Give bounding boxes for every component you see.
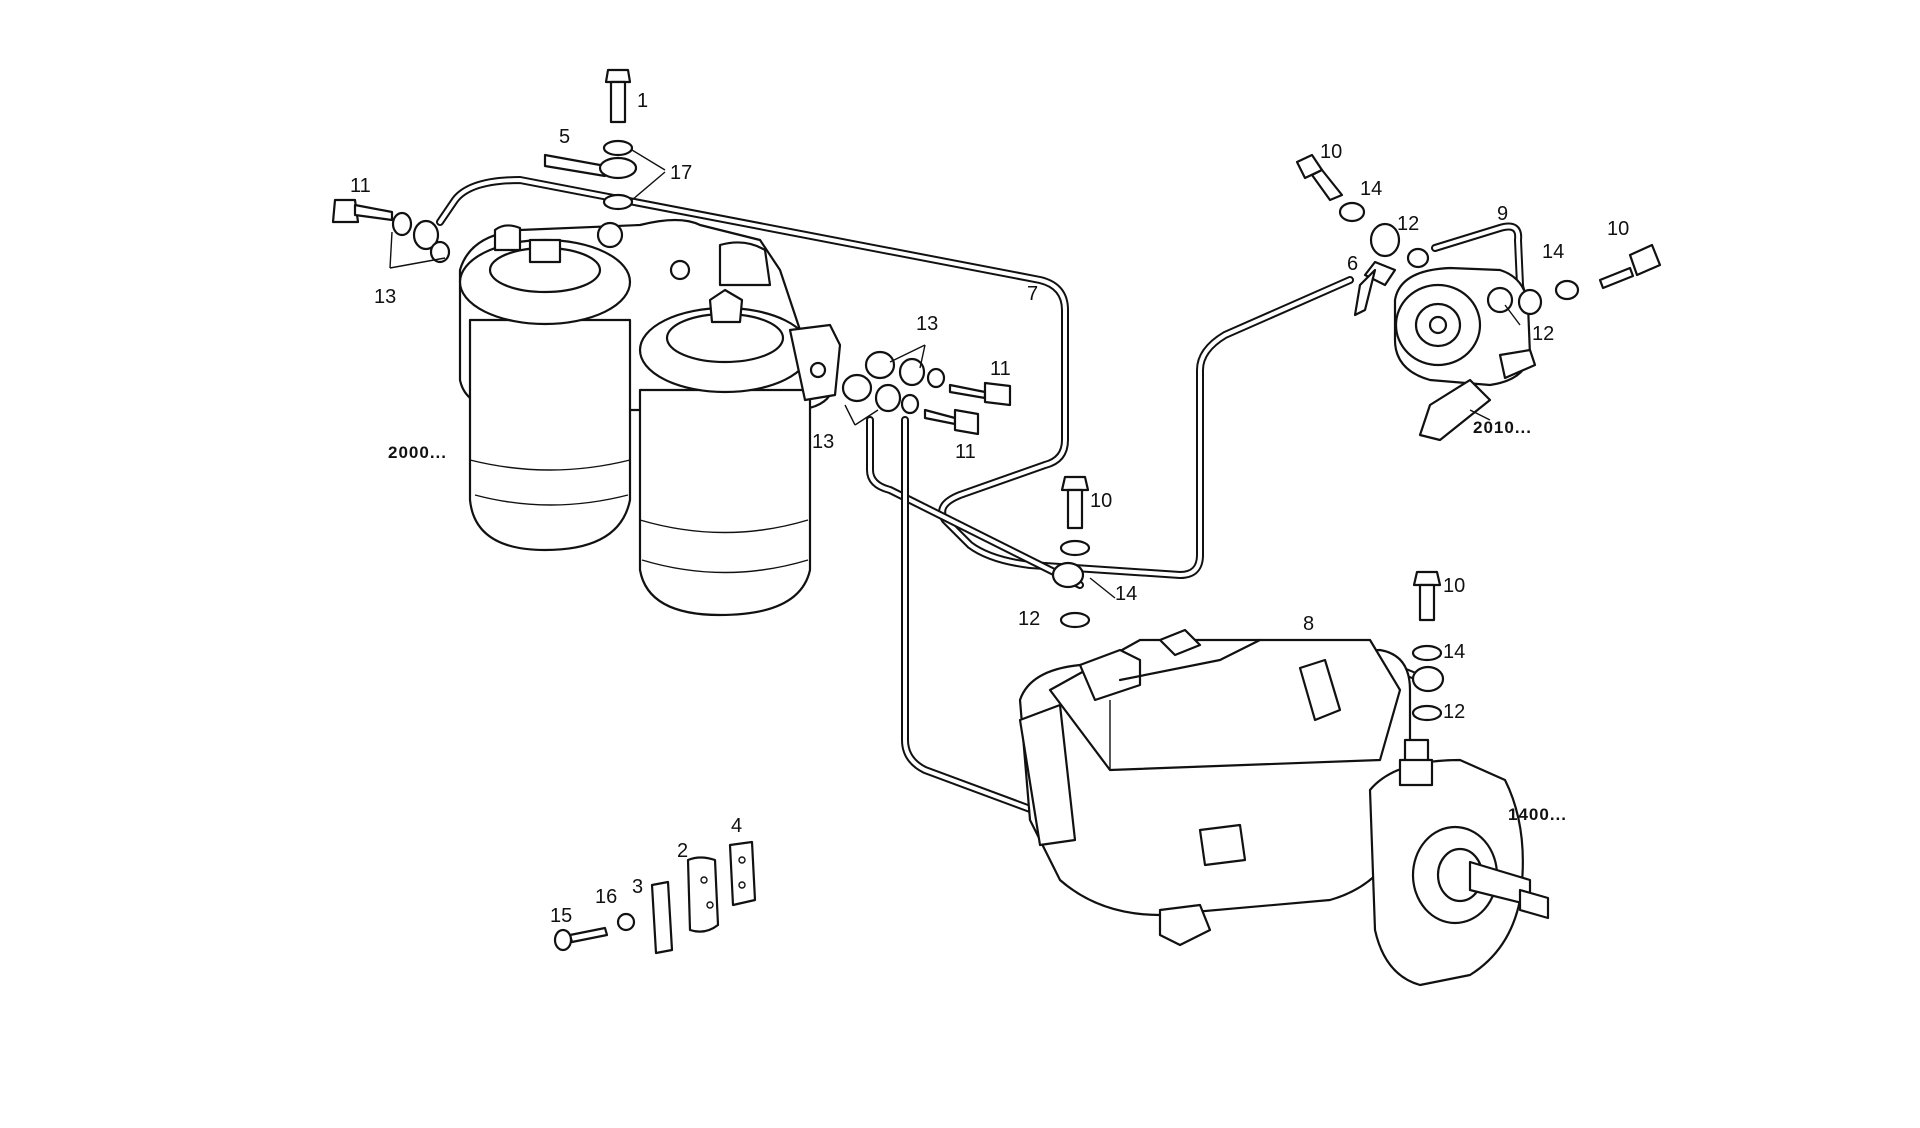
bracket-parts xyxy=(553,840,757,955)
callout-12-feed-pump-side: 12 xyxy=(1532,323,1554,345)
callout-16: 16 xyxy=(595,886,617,908)
clip-3 xyxy=(650,880,674,955)
leader-lines xyxy=(389,149,1521,599)
feed-pump xyxy=(1393,266,1537,442)
callout-14-middle: 14 xyxy=(1115,583,1137,605)
callout-13-right-lower: 13 xyxy=(812,431,834,453)
callout-15: 15 xyxy=(550,905,572,927)
injection-pump xyxy=(1018,628,1550,987)
callout-12-injection-pump: 12 xyxy=(1443,701,1465,723)
callout-9: 9 xyxy=(1497,203,1508,225)
callout-17: 17 xyxy=(670,162,692,184)
callout-10-middle: 10 xyxy=(1090,490,1112,512)
screw-15 xyxy=(568,926,609,944)
callout-6: 6 xyxy=(1347,253,1358,275)
callout-11-right-upper: 11 xyxy=(990,358,1011,380)
callout-14-feed-pump-right: 14 xyxy=(1542,241,1564,263)
callout-12-feed-pump-top: 12 xyxy=(1397,213,1419,235)
callout-3: 3 xyxy=(632,876,643,898)
callout-8: 8 xyxy=(1303,613,1314,635)
callout-13-left: 13 xyxy=(374,286,396,308)
callout-2: 2 xyxy=(677,840,688,862)
callout-1: 1 xyxy=(637,90,648,112)
plate-4 xyxy=(728,840,757,907)
callout-10-injection-pump: 10 xyxy=(1443,575,1465,597)
nut-16 xyxy=(616,912,636,932)
ref-injection-pump: 1400... xyxy=(1508,805,1567,824)
callout-10-feed-pump-right: 10 xyxy=(1607,218,1629,240)
callout-labels: 1 2 3 4 5 6 7 8 9 10 10 10 10 11 11 11 1… xyxy=(350,90,1629,927)
fuel-filter-assembly xyxy=(458,218,842,617)
ref-filter-assembly: 2000... xyxy=(388,443,447,462)
callout-10-feed-pump-left: 10 xyxy=(1320,141,1342,163)
callout-7: 7 xyxy=(1027,283,1038,305)
callout-11-left: 11 xyxy=(350,175,371,197)
callout-4: 4 xyxy=(731,815,742,837)
pad-2 xyxy=(686,856,720,933)
callout-13-right-upper: 13 xyxy=(916,313,938,335)
callout-14-injection-pump: 14 xyxy=(1443,641,1465,663)
callout-5: 5 xyxy=(559,126,570,148)
callout-12-middle: 12 xyxy=(1018,608,1040,630)
fasteners xyxy=(331,68,1662,722)
callout-11-right-lower: 11 xyxy=(955,441,976,463)
ref-feed-pump: 2010... xyxy=(1473,418,1532,437)
assembly-references: 2000... 2010... 1400... xyxy=(388,418,1567,824)
callout-14-feed-pump-left: 14 xyxy=(1360,178,1382,200)
